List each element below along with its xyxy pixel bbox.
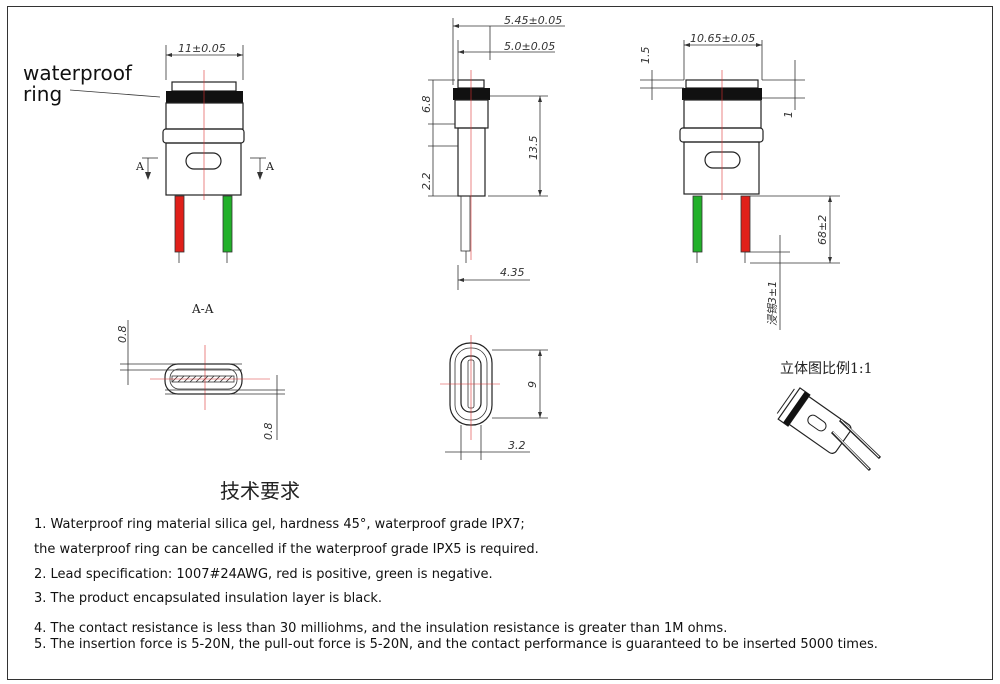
dim-section-top: 0.8 — [116, 326, 129, 344]
dim-back-tin: 浸锡3±1 — [766, 281, 779, 326]
note-5: 5. The insertion force is 5-20N, the pul… — [34, 637, 878, 652]
drawing-frame — [7, 6, 993, 680]
waterproof-ring — [166, 91, 243, 103]
dim-side-h3: 2.2 — [420, 173, 433, 191]
end-view: 9 3.2 — [440, 335, 548, 460]
dim-side-h1: 6.8 — [420, 96, 433, 114]
requirements-title: 技术要求 — [220, 479, 300, 503]
red-lead — [175, 196, 184, 252]
note-3: 3. The product encapsulated insulation l… — [34, 591, 383, 606]
waterproof-ring-callout-line1: waterproof — [23, 61, 132, 85]
section-title: A-A — [191, 302, 214, 316]
dim-side-h2: 13.5 — [527, 136, 540, 161]
dim-section-bottom: 0.8 — [262, 423, 275, 441]
note-4: 4. The contact resistance is less than 3… — [34, 621, 728, 636]
note-1-continued: the waterproof ring can be cancelled if … — [34, 542, 539, 557]
note-1: 1. Waterproof ring material silica gel, … — [34, 517, 525, 532]
back-view: 10.65±0.05 1.5 1 68±2 浸锡3±1 — [639, 32, 840, 330]
isometric-view — [776, 387, 882, 472]
front-view: 11±0.05 A A — [69, 42, 275, 263]
side-view: 5.45±0.05 5.0±0.05 6.8 2.2 13.5 4.35 — [420, 14, 565, 290]
dim-front-width: 11±0.05 — [178, 42, 226, 55]
waterproof-ring-callout-line2: ring — [23, 82, 63, 106]
section-mark-left: A — [135, 160, 145, 173]
scale-label: 立体图比例1:1 — [780, 361, 873, 377]
dim-side-outer: 5.45±0.05 — [504, 14, 562, 27]
dim-back-width: 10.65±0.05 — [690, 32, 755, 45]
dim-back-top: 1.5 — [639, 47, 652, 65]
dim-back-lead: 68±2 — [816, 215, 829, 245]
dim-end-width: 3.2 — [508, 439, 526, 452]
section-mark-right: A — [265, 160, 275, 173]
dim-side-inner: 5.0±0.05 — [504, 40, 555, 53]
green-lead — [223, 196, 232, 252]
section-aa: A-A 0.8 0.8 — [116, 302, 285, 440]
dim-end-height: 9 — [526, 381, 539, 388]
note-2: 2. Lead specification: 1007#24AWG, red i… — [34, 567, 493, 582]
dim-back-ring: 1 — [782, 111, 795, 118]
dim-side-bottom: 4.35 — [500, 266, 525, 279]
